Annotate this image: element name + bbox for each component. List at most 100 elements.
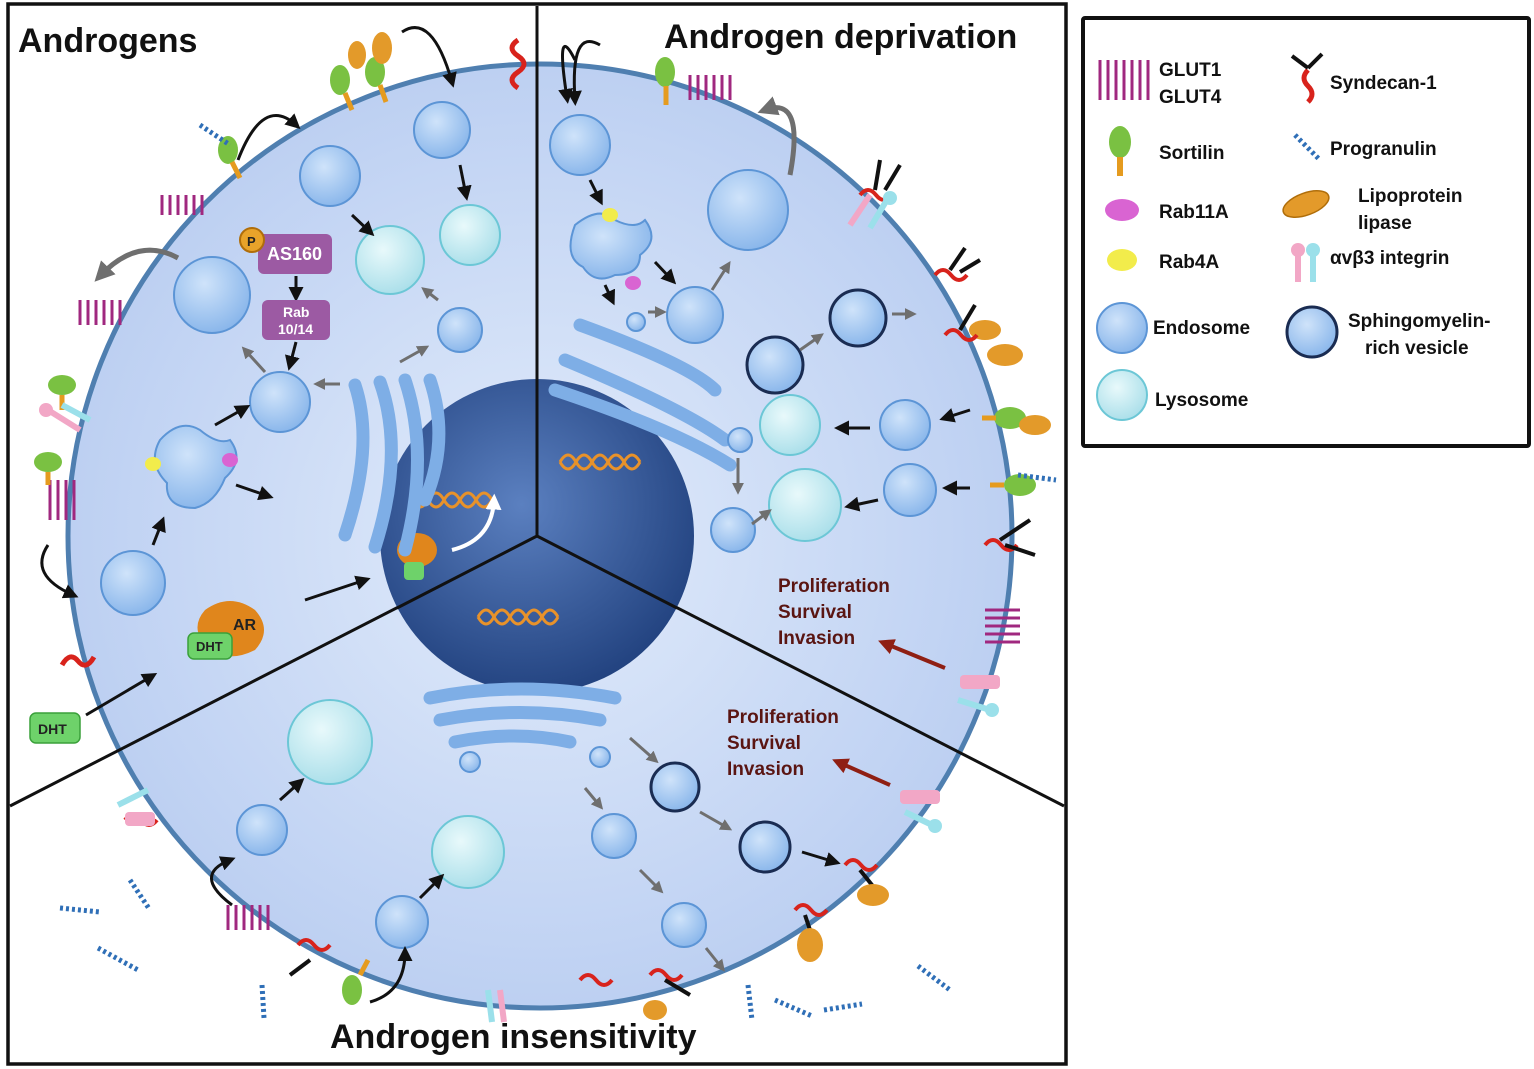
endosome xyxy=(879,399,931,451)
syndecan-icon xyxy=(943,303,979,342)
dht-free: DHT xyxy=(29,712,81,744)
phospho-icon: P xyxy=(239,227,265,253)
progranulin-icon xyxy=(1017,472,1057,483)
svg-text:DHT: DHT xyxy=(38,721,67,737)
endosome xyxy=(236,804,288,856)
svg-text:AS160: AS160 xyxy=(267,244,322,264)
legend-sm-vesicle-icon xyxy=(1285,305,1339,359)
insensitivity-panel: Proliferation Survival Invasion xyxy=(59,699,952,1023)
syndecan-icon xyxy=(933,246,982,282)
outcome-invasion: Invasion xyxy=(778,628,855,649)
dna-icon xyxy=(558,453,642,471)
endosome xyxy=(249,371,311,433)
legend-glut1: GLUT1 xyxy=(1159,60,1222,81)
endosome xyxy=(710,507,756,553)
legend-lpl-icon xyxy=(1282,190,1330,218)
legend: GLUT1 GLUT4 Syndecan-1 Sortilin Progranu… xyxy=(1081,16,1531,448)
sortilin-icon xyxy=(982,407,1026,429)
outcome-right: Proliferation Survival Invasion xyxy=(778,576,946,670)
glut-icon xyxy=(985,608,1020,644)
rab-10-14-box: Rab 10/14 xyxy=(262,300,330,340)
glut-icon xyxy=(226,905,270,930)
endosome xyxy=(626,312,646,332)
svg-text:P: P xyxy=(247,234,256,249)
outcome-proliferation: Proliferation xyxy=(778,576,890,597)
endosome xyxy=(459,751,481,773)
integrin-icon xyxy=(900,790,942,833)
endosome xyxy=(413,101,471,159)
integrin-icon xyxy=(116,787,155,826)
legend-syndecan-icon xyxy=(1290,52,1324,104)
endosome xyxy=(173,256,251,334)
sortilin-icon xyxy=(330,65,355,111)
sortilin-icon xyxy=(342,958,371,1005)
rab4a-icon xyxy=(145,457,161,471)
glut-icon xyxy=(160,195,204,215)
legend-rab4a: Rab4A xyxy=(1159,252,1219,273)
sortilin-icon xyxy=(990,474,1036,496)
outcome-survival: Survival xyxy=(727,733,801,754)
svg-text:10/14: 10/14 xyxy=(278,321,313,337)
legend-progranulin: Progranulin xyxy=(1330,139,1437,160)
lpl-icon xyxy=(797,928,823,962)
legend-lysosome-icon xyxy=(1096,369,1148,421)
outcome-survival: Survival xyxy=(778,602,852,623)
legend-lpl-line1: Lipoprotein xyxy=(1358,186,1462,207)
outcome-invasion: Invasion xyxy=(727,759,804,780)
svg-text:Rab: Rab xyxy=(283,304,309,320)
legend-integrin: αvβ3 integrin xyxy=(1330,248,1449,269)
panel-title-androgen-deprivation: Androgen deprivation xyxy=(664,18,1017,56)
endosome xyxy=(100,550,166,616)
lpl-icon xyxy=(857,884,889,906)
svg-text:AR: AR xyxy=(233,617,257,634)
androgens-panel: AS160 P Rab 10/14 AR DHT xyxy=(29,26,527,744)
endosome xyxy=(727,427,753,453)
lpl-icon xyxy=(987,344,1023,366)
legend-endosome-icon xyxy=(1096,302,1148,354)
sortilin-icon xyxy=(218,136,243,180)
endosome xyxy=(883,463,937,517)
legend-lpl-line2: lipase xyxy=(1358,213,1412,234)
legend-integrin-icon xyxy=(1291,243,1320,282)
legend-syndecan: Syndecan-1 xyxy=(1330,73,1437,94)
syndecan-icon xyxy=(578,973,614,987)
deprivation-panel: Proliferation Survival Invasion xyxy=(549,39,1057,833)
endosome xyxy=(591,813,637,859)
endosome xyxy=(549,114,611,176)
legend-sm-line2: rich vesicle xyxy=(1365,338,1469,359)
golgi-apparatus xyxy=(338,373,446,557)
endosome xyxy=(299,145,361,207)
sortilin-icon xyxy=(48,375,76,410)
sortilin-icon xyxy=(655,57,675,105)
lpl-icon xyxy=(372,32,392,64)
panel-title-androgens: Androgens xyxy=(18,22,197,60)
golgi-apparatus xyxy=(548,318,737,472)
lpl-icon xyxy=(643,1000,667,1020)
integrin-icon xyxy=(957,675,1000,717)
syndecan-icon xyxy=(509,37,527,91)
sortilin-icon xyxy=(34,452,62,485)
progranulin-icon xyxy=(59,878,952,1021)
integrin-icon xyxy=(485,989,507,1023)
glut-icon xyxy=(688,75,732,100)
legend-endosome: Endosome xyxy=(1153,318,1250,339)
integrin-icon xyxy=(847,191,897,230)
dna-icon xyxy=(476,608,560,626)
sortilin-icon xyxy=(365,57,389,103)
legend-glut4: GLUT4 xyxy=(1159,87,1222,108)
syndecan-icon xyxy=(59,654,97,668)
sm-vesicle xyxy=(828,288,888,348)
sm-vesicle xyxy=(649,761,701,813)
lpl-icon xyxy=(1019,415,1051,435)
svg-text:DHT: DHT xyxy=(196,639,223,654)
rab11a-icon xyxy=(222,453,238,467)
endosome xyxy=(589,746,611,768)
outcome-bottom: Proliferation Survival Invasion xyxy=(727,707,891,787)
legend-sm-line1: Sphingomyelin- xyxy=(1348,311,1491,332)
lysosome xyxy=(431,815,505,889)
nucleus xyxy=(380,379,694,693)
legend-sortilin: Sortilin xyxy=(1159,143,1224,164)
lysosome xyxy=(759,394,821,456)
endosome xyxy=(437,307,483,353)
